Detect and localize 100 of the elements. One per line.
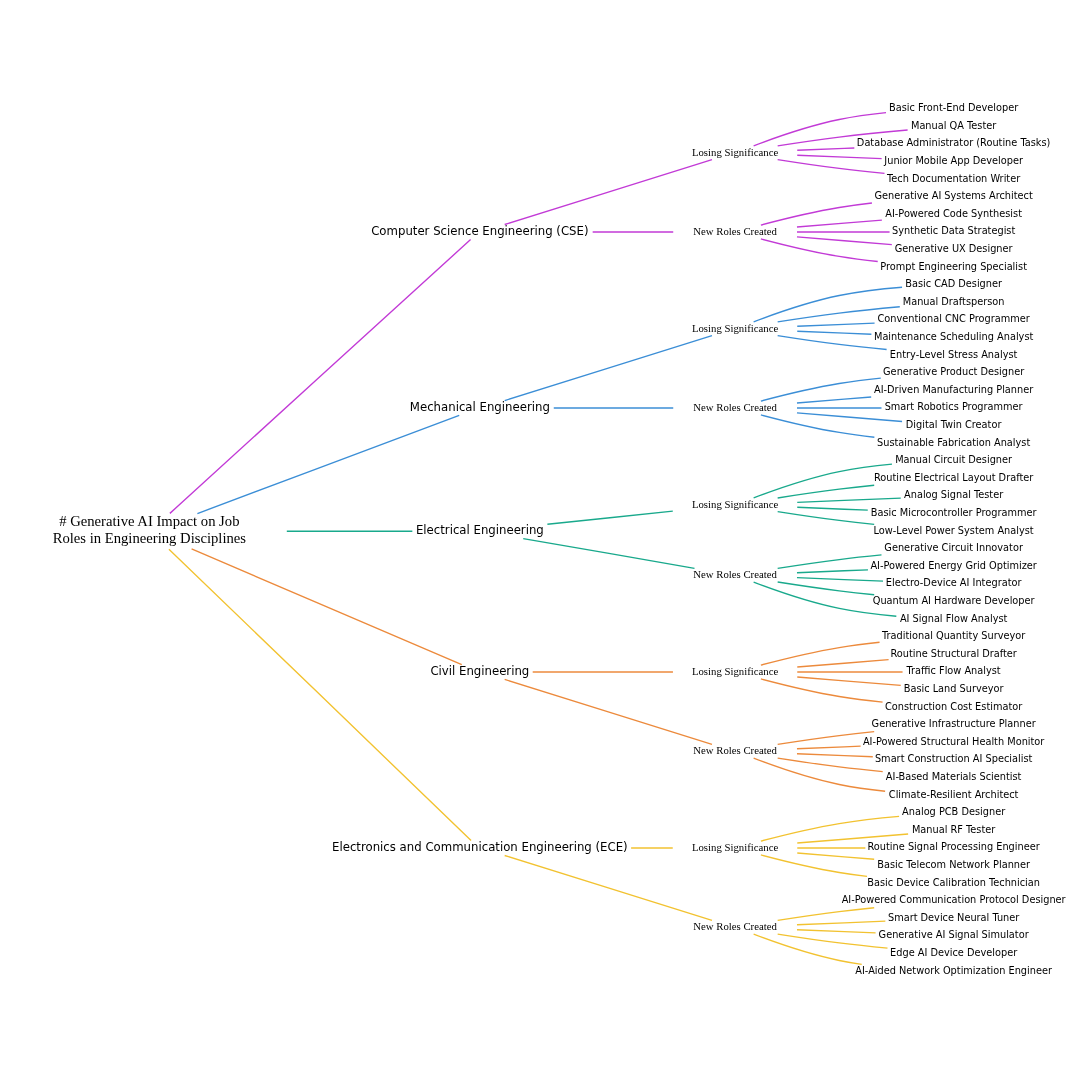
connector [796, 929, 877, 934]
connector [776, 933, 889, 949]
connector [760, 414, 876, 438]
node-text: New Roles Created [693, 224, 777, 237]
node-text: Prompt Engineering Specialist [880, 260, 1027, 272]
node-text: Smart Construction AI Specialist [874, 753, 1033, 765]
connector [796, 147, 855, 151]
node-text: Construction Cost Estimator [885, 700, 1023, 712]
connector [532, 671, 674, 673]
node-text: Routine Signal Processing Engineer [867, 841, 1040, 853]
node-text: AI-Powered Structural Health Monitor [862, 735, 1045, 747]
node-text: AI Signal Flow Analyst [899, 612, 1008, 624]
connector [169, 238, 472, 515]
connector [796, 753, 874, 758]
node-text: Analog Signal Tester [904, 489, 1004, 501]
connector [196, 414, 460, 515]
node-text: Maintenance Scheduling Analyst [873, 331, 1034, 343]
node-text: Generative Circuit Innovator [884, 542, 1023, 554]
node-text: Digital Twin Creator [905, 419, 1002, 431]
node-text: Manual Draftsperson [902, 295, 1005, 307]
node-text: AI-Powered Energy Grid Optimizer [870, 559, 1037, 571]
connector [796, 671, 904, 673]
connector [796, 569, 869, 574]
node-text: Low-Level Power System Analyst [873, 524, 1034, 536]
node-text: Generative AI Systems Architect [874, 190, 1033, 202]
connector [504, 678, 713, 745]
connector [504, 335, 713, 402]
connector [796, 330, 873, 335]
node-text: Losing Significance [691, 840, 779, 853]
node-text: Tech Documentation Writer [887, 172, 1021, 184]
connector [776, 129, 909, 147]
connector [168, 548, 472, 842]
node-text: AI-Aided Network Optimization Engineer [855, 964, 1053, 976]
node-text: New Roles Created [693, 567, 777, 580]
connector [776, 581, 875, 596]
connector [776, 334, 888, 351]
node-text: Losing Significance [691, 664, 779, 677]
connector [752, 463, 893, 499]
node-text: Routine Structural Drafter [890, 647, 1017, 659]
connector [796, 231, 891, 233]
node-text: Generative Product Designer [883, 366, 1025, 378]
connector [760, 641, 881, 666]
connector [522, 537, 696, 569]
connector [776, 510, 875, 525]
node-text: Edge AI Device Developer [890, 947, 1018, 959]
node-text: Basic Device Calibration Technician [867, 876, 1041, 888]
node-text: AI-Based Materials Scientist [885, 771, 1022, 783]
connector [546, 510, 674, 525]
connector [592, 231, 674, 233]
node-text: Electronics and Communication Engineering (ECE) [332, 840, 628, 855]
node-text: Traditional Quantity Surveyor [882, 630, 1026, 642]
node-text: AI-Driven Manufacturing Planner [874, 383, 1034, 395]
connector [286, 530, 414, 532]
connector [776, 907, 875, 922]
node-text: Electro-Device AI Integrator [885, 577, 1022, 589]
node-text: Losing Significance [691, 321, 779, 334]
node-text: Generative Infrastructure Planner [871, 718, 1036, 730]
connector [752, 757, 886, 792]
connector [776, 484, 875, 499]
connector [630, 847, 674, 849]
connector [796, 852, 875, 860]
connector [796, 154, 883, 160]
node-text: Manual Circuit Designer [895, 454, 1013, 466]
connector [796, 745, 862, 750]
node-text: Basic Land Surveyor [903, 683, 1004, 695]
connector [796, 497, 902, 503]
node-text: Basic Telecom Network Planner [877, 859, 1031, 871]
node-text: New Roles Created [693, 743, 777, 756]
connector [796, 920, 887, 926]
connector [776, 731, 875, 746]
node-text: AI-Powered Communication Protocol Designer [841, 894, 1066, 906]
connector [752, 111, 887, 147]
connector [796, 219, 883, 228]
connector [776, 554, 883, 570]
connector [760, 678, 884, 703]
node-text: # Generative AI Impact on Job Roles in Engineering Disciplines [52, 513, 247, 546]
node-text: Junior Mobile App Developer [884, 155, 1023, 167]
connector [776, 306, 901, 323]
node-text: Sustainable Fabrication Analyst [877, 436, 1031, 448]
connector [760, 377, 882, 402]
connector [553, 407, 674, 409]
connector [504, 854, 713, 921]
node-text: Losing Significance [691, 497, 779, 510]
node-text: Entry-Level Stress Analyst [889, 348, 1018, 360]
node-text: Analog PCB Designer [902, 806, 1006, 818]
node-text: Generative AI Signal Simulator [878, 929, 1029, 941]
connector [190, 548, 463, 666]
connector [760, 202, 873, 226]
node-text: Generative UX Designer [894, 243, 1013, 255]
node-text: Basic CAD Designer [905, 278, 1003, 290]
connector [796, 577, 884, 582]
node-text: Conventional CNC Programmer [877, 313, 1030, 325]
node-text: Manual QA Tester [910, 119, 997, 131]
connector [752, 933, 863, 966]
node-text: Basic Microcontroller Programmer [870, 507, 1037, 519]
node-text: New Roles Created [693, 919, 777, 932]
node-text: Traffic Flow Analyst [906, 665, 1001, 677]
connector [760, 854, 868, 878]
node-text: Mechanical Engineering [409, 400, 550, 415]
connector [752, 286, 903, 323]
